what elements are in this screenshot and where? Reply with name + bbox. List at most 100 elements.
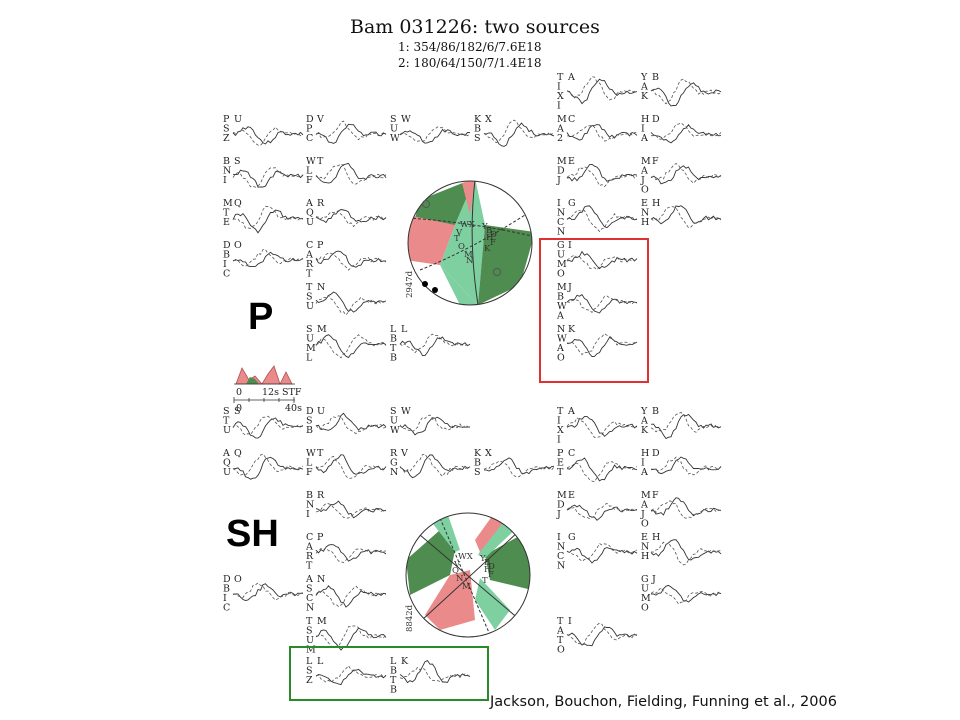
station-code-char: W [306, 156, 316, 167]
station-code-char: A [640, 133, 648, 144]
station-code-char: B [557, 292, 564, 303]
station-letter: H [652, 198, 660, 209]
observed-waveform [399, 336, 471, 357]
observed-waveform [566, 124, 638, 141]
station-code-char: C [306, 532, 313, 543]
station-code-char: N [557, 561, 565, 572]
station-code-char: X [557, 91, 564, 102]
station-code-char: Q [306, 208, 314, 219]
synthetic-waveform [650, 206, 722, 229]
observed-waveform [650, 584, 722, 603]
station-code-char: Y [640, 406, 648, 417]
station-code-char: M [557, 259, 567, 270]
synthetic-waveform [315, 210, 387, 228]
observed-waveform [566, 293, 638, 314]
station-code-char: D [223, 240, 231, 251]
station-code-char: U [306, 217, 314, 228]
station-letter: A [567, 72, 575, 83]
station-code-char: I [306, 509, 310, 520]
station-code-char: L [306, 353, 313, 364]
station-code-char: N [557, 324, 565, 335]
observed-waveform [650, 165, 722, 185]
station-code-char: A [556, 311, 564, 322]
ball-station-letter: T [454, 234, 460, 244]
ball-station-letter: Y [481, 222, 488, 232]
station-code-char: F [306, 467, 313, 478]
p-ball-dark-e [478, 225, 532, 305]
station-letter: F [652, 490, 659, 501]
station-code-char: E [641, 532, 648, 543]
stf-axis-label: 40s [285, 403, 302, 414]
station-code-char: K [474, 114, 482, 125]
station-code-char: N [641, 542, 649, 553]
station-code-char: G [557, 240, 565, 251]
synthetic-waveform [232, 205, 304, 229]
p-wave-label: P [248, 296, 274, 338]
observed-waveform [315, 544, 387, 562]
station-code-char: K [474, 448, 482, 459]
station-code-char: Z [223, 133, 230, 144]
station-code-char: S [474, 133, 481, 144]
station-code-char: B [474, 458, 481, 469]
sh-ball-dark-w [406, 530, 455, 595]
station-code-char: P [306, 124, 313, 135]
synthetic-waveform [315, 585, 387, 608]
station-code-char: T [557, 467, 564, 478]
station-code-char: M [641, 593, 651, 604]
station-letter: C [568, 114, 575, 125]
station-code-char: H [641, 114, 649, 125]
synthetic-waveform [315, 503, 387, 519]
synthetic-waveform [566, 417, 638, 438]
observed-waveform [315, 162, 387, 184]
p-ball-dot-2 [432, 287, 438, 293]
station-code-char: L [390, 324, 397, 335]
station-code-char: C [306, 133, 313, 144]
station-code-char: J [640, 509, 645, 520]
station-code-char: H [641, 448, 649, 459]
station-code-char: U [306, 301, 314, 312]
station-letter: D [652, 114, 660, 125]
station-code-char: E [641, 198, 648, 209]
observed-waveform [232, 169, 304, 188]
station-letter: U [234, 114, 242, 125]
station-letter: T [317, 448, 324, 459]
observed-waveform [315, 123, 387, 144]
ball-station-letter: K [484, 244, 491, 254]
station-code-char: A [640, 500, 648, 511]
synthetic-waveform [566, 622, 638, 646]
station-code-char: C [306, 240, 313, 251]
station-code-char: E [223, 217, 230, 228]
synthetic-waveform [566, 210, 638, 233]
ball-station-letter: O [458, 242, 465, 252]
station-code-char: W [557, 334, 567, 345]
ball-station-letter: T [482, 576, 488, 586]
station-code-char: U [223, 467, 231, 478]
source-time-function: 0 12s STF 0 40s [233, 365, 302, 414]
observed-waveform [315, 334, 387, 359]
synthetic-waveform [315, 120, 387, 141]
station-letter: L [317, 656, 324, 667]
observed-waveform [650, 413, 722, 440]
credit-citation: Jackson, Bouchon, Fielding, Funning et a… [490, 694, 837, 710]
station-code-char: S [223, 406, 230, 417]
station-letter: V [316, 114, 324, 125]
